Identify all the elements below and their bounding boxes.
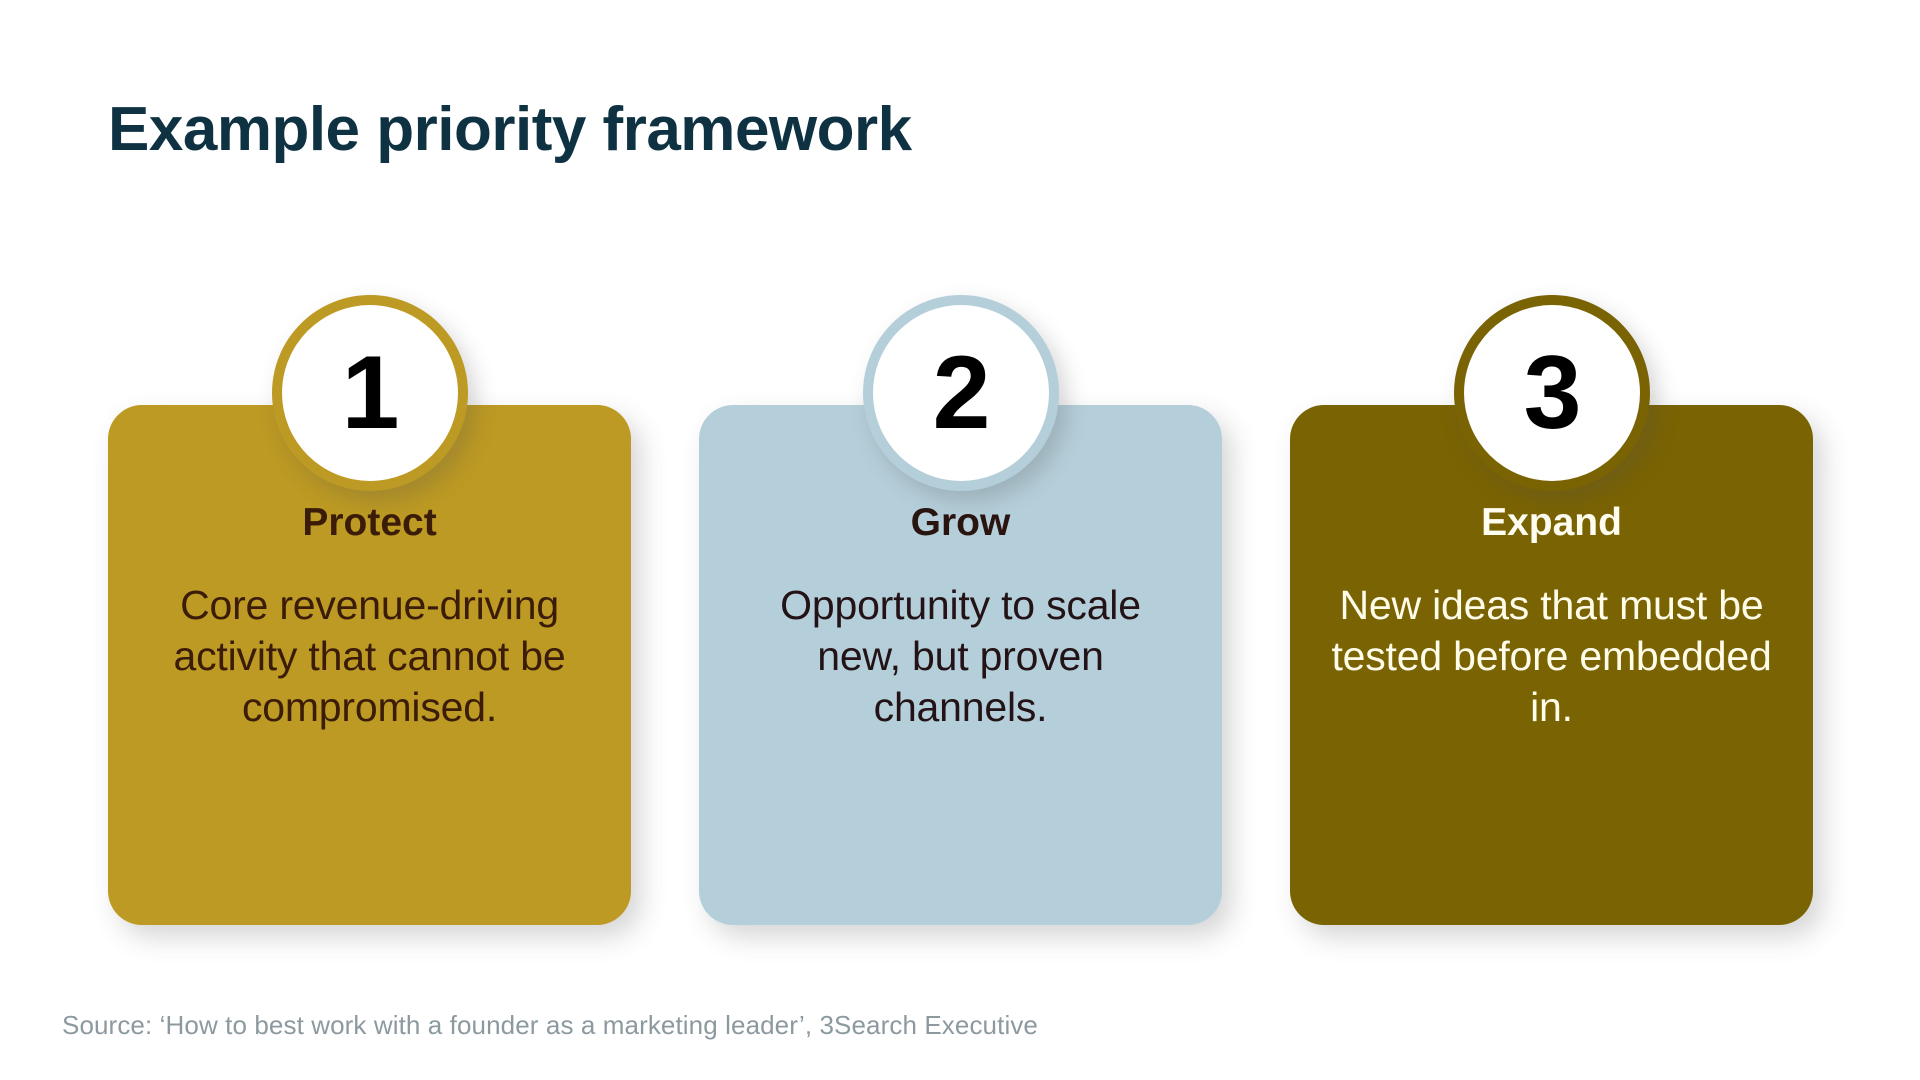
- step-badge-inner-3: 3: [1463, 305, 1640, 481]
- priority-card-row: Protect Core revenue-driving activity th…: [108, 295, 1813, 945]
- priority-card-2[interactable]: Grow Opportunity to scale new, but prove…: [699, 295, 1222, 945]
- card-body-2: Opportunity to scale new, but proven cha…: [780, 581, 1141, 730]
- step-badge-1: 1: [271, 295, 468, 491]
- source-citation: Source: ‘How to best work with a founder…: [62, 1010, 1038, 1040]
- step-badge-inner-1: 1: [281, 305, 458, 481]
- card-surface-2: Grow Opportunity to scale new, but prove…: [699, 405, 1222, 925]
- step-badge-2: 2: [862, 295, 1059, 491]
- card-body-3: New ideas that must be tested before emb…: [1331, 581, 1772, 730]
- step-badge-inner-2: 2: [872, 305, 1049, 481]
- card-body-1: Core revenue-driving activity that canno…: [173, 581, 566, 730]
- step-number-1: 1: [341, 335, 400, 451]
- card-surface-3: Expand New ideas that must be tested bef…: [1290, 405, 1813, 925]
- step-number-3: 3: [1523, 335, 1582, 451]
- step-badge-3: 3: [1453, 295, 1650, 491]
- priority-card-3[interactable]: Expand New ideas that must be tested bef…: [1290, 295, 1813, 945]
- card-surface-1: Protect Core revenue-driving activity th…: [108, 405, 631, 925]
- page-title: Example priority framework: [108, 95, 912, 164]
- card-title-1: Protect: [302, 501, 437, 544]
- step-number-2: 2: [932, 335, 991, 451]
- priority-card-1[interactable]: Protect Core revenue-driving activity th…: [108, 295, 631, 945]
- card-title-2: Grow: [910, 501, 1011, 544]
- card-title-3: Expand: [1481, 501, 1622, 544]
